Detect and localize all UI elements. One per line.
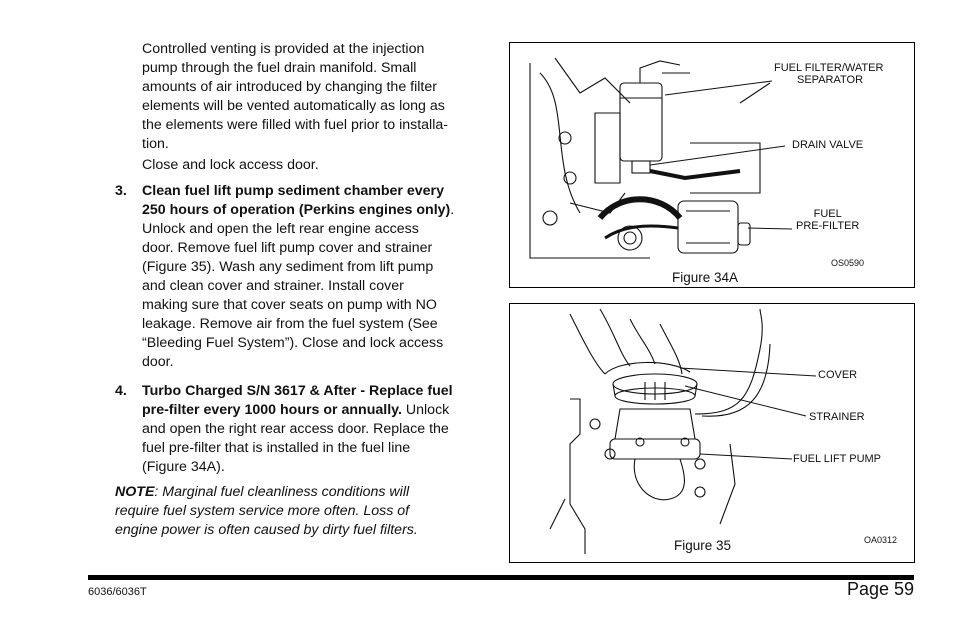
step-4-line: fuel pre-filter that is installed in the… (142, 440, 411, 456)
figure-35-code: OA0312 (864, 535, 898, 545)
step-3-line: and clean cover and strainer. Install co… (142, 278, 404, 294)
strainer-label: STRAINER (809, 411, 865, 423)
page-number: Page 59 (846, 579, 914, 599)
cover-label: COVER (818, 369, 858, 381)
intro-line: amounts of air introduced by changing th… (142, 79, 437, 95)
step-4-tail: Unlock (401, 402, 450, 418)
note-line: engine power is often caused by dirty fu… (115, 522, 418, 538)
step-3-body: Clean fuel lift pump sediment chamber ev… (142, 182, 492, 372)
step-3-line: “Bleeding Fuel System”). Close and lock … (142, 335, 444, 351)
drain-valve-label: DRAIN VALVE (792, 139, 864, 151)
figure-34a-code: OS0590 (831, 258, 865, 268)
fuel-filter-illustration (529, 57, 793, 259)
step-3-heading-line2: 250 hours of operation (Perkins engines … (142, 201, 492, 220)
prefilter-label-line: PRE-FILTER (796, 220, 860, 232)
intro-paragraph: Controlled venting is provided at the in… (142, 40, 492, 154)
intro-line: elements will be vented automatically as… (142, 98, 445, 114)
step-3-line: leakage. Remove air from the fuel system… (142, 316, 438, 332)
separator-label-line: SEPARATOR (797, 74, 864, 86)
note-line: NOTE: Marginal fuel cleanliness conditio… (115, 483, 495, 502)
step-3-heading-period: . (450, 202, 455, 218)
separator-label: FUEL FILTER/WATER SEPARATOR (774, 62, 883, 86)
step-4-number: 4. (115, 383, 127, 399)
step-4-heading-text: pre-filter every 1000 hours or annually. (142, 402, 402, 418)
figure-35-caption: Figure 35 (674, 538, 732, 553)
note-paragraph: NOTE: Marginal fuel cleanliness conditio… (115, 483, 495, 540)
lift-pump-label: FUEL LIFT PUMP (793, 453, 882, 465)
step-3-number: 3. (115, 183, 127, 199)
step-4-heading-line2: pre-filter every 1000 hours or annually.… (142, 401, 492, 420)
step-3-line: Unlock and open the left rear engine acc… (142, 221, 419, 237)
step-4-line: (Figure 34A). (142, 459, 225, 475)
note-line: require fuel system service more often. … (115, 503, 410, 519)
figure-35: COVER STRAINER FUEL LIFT PUMP OA0312 Fig… (509, 303, 915, 563)
step-3-heading-line: Clean fuel lift pump sediment chamber ev… (142, 183, 444, 199)
footer-rule (88, 575, 914, 580)
step-3-line: (Figure 35). Wash any sediment from lift… (142, 259, 434, 275)
note-text: : Marginal fuel cleanliness conditions w… (154, 484, 410, 500)
step-3-line: door. Remove fuel lift pump cover and st… (142, 240, 433, 256)
separator-label-line: FUEL FILTER/WATER (774, 62, 884, 74)
lift-pump-illustration (549, 308, 817, 554)
intro-line: tion. (142, 136, 169, 152)
prefilter-label-line: FUEL (813, 208, 842, 220)
step-4-body: Turbo Charged S/N 3617 & After - Replace… (142, 382, 492, 477)
step-3-heading-text: 250 hours of operation (Perkins engines … (142, 202, 451, 218)
step-3-line: making sure that cover seats on pump wit… (142, 297, 437, 313)
close-door-text: Close and lock access door. (142, 157, 319, 173)
intro-line: Controlled venting is provided at the in… (142, 41, 425, 57)
step-4-heading-line: Turbo Charged S/N 3617 & After - Replace… (142, 383, 453, 399)
intro-line: pump through the fuel drain manifold. Sm… (142, 60, 417, 76)
figure-34a-caption: Figure 34A (672, 270, 739, 285)
footer-model: 6036/6036T (88, 586, 147, 598)
step-3-line: door. (142, 354, 174, 370)
intro-line: the elements were filled with fuel prior… (142, 117, 448, 133)
prefilter-label: FUEL PRE-FILTER (796, 208, 859, 232)
figure-34a: FUEL FILTER/WATER SEPARATOR DRAIN VALVE … (509, 42, 915, 288)
note-label: NOTE (115, 484, 155, 500)
step-4-line: and open the right rear access door. Rep… (142, 421, 449, 437)
